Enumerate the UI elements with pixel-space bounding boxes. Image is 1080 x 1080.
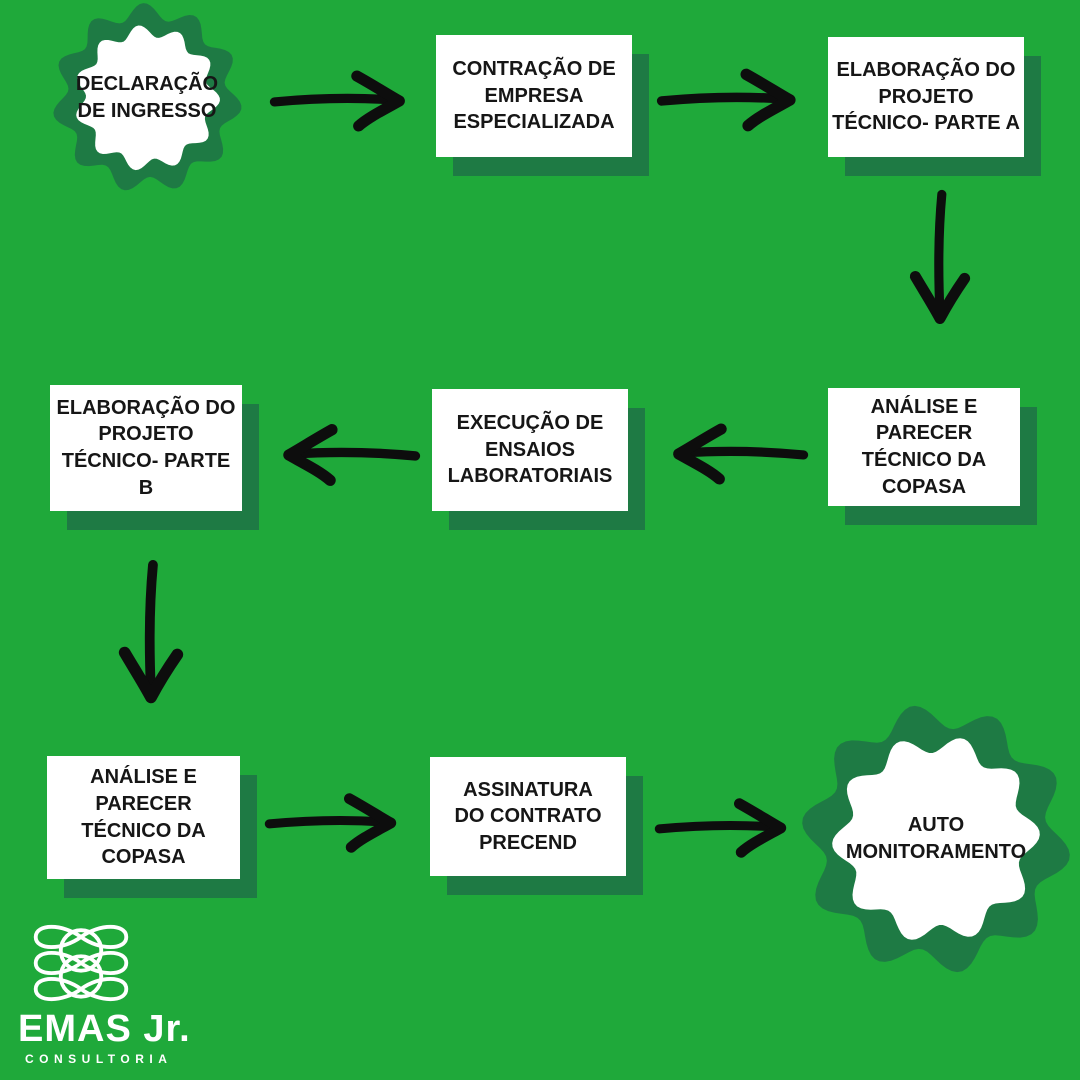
node-declaracao-badge: DECLARAÇÃO DE INGRESSO <box>47 0 247 198</box>
node-automonitoramento-badge: AUTO MONITORAMENTO <box>797 700 1075 978</box>
node-parte-a-box: ELABORAÇÃO DO PROJETO TÉCNICO- PARTE A <box>828 37 1024 157</box>
node-contracao-box: CONTRAÇÃO DE EMPRESA ESPECIALIZADA <box>436 35 632 157</box>
arrow-right-icon <box>653 790 797 866</box>
arrow-right-icon <box>263 785 407 861</box>
arrow-right-icon <box>268 62 416 140</box>
wavy-seal-icon <box>802 705 1070 973</box>
node-parte-b-box: ELABORAÇÃO DO PROJETO TÉCNICO- PARTE B <box>50 385 242 511</box>
arrow-down-icon <box>900 188 980 334</box>
emas-knot-icon <box>33 924 129 1002</box>
node-assinatura-label: ASSINATURA DO CONTRATO PRECEND <box>454 778 602 854</box>
node-automonitoramento-label: AUTO MONITORAMENTO <box>845 814 1027 863</box>
arrow-right-icon <box>655 60 807 140</box>
node-ensaios-label: EXECUÇÃO DE ENSAIOS LABORATORIAIS <box>447 412 613 488</box>
logo-tagline: CONSULTORIA <box>25 1052 173 1066</box>
node-ensaios-box: EXECUÇÃO DE ENSAIOS LABORATORIAIS <box>432 389 628 511</box>
node-contracao-label: CONTRAÇÃO DE EMPRESA ESPECIALIZADA <box>452 58 616 134</box>
wavy-seal-icon <box>53 3 242 191</box>
arrow-left-icon <box>272 415 422 495</box>
logo-name: EMAS Jr. <box>18 1008 191 1050</box>
node-analise-copasa-2-label: ANÁLISE E PARECER TÉCNICO DA COPASA <box>81 766 206 869</box>
node-analise-copasa-2-box: ANÁLISE E PARECER TÉCNICO DA COPASA <box>47 756 240 879</box>
node-parte-b-label: ELABORAÇÃO DO PROJETO TÉCNICO- PARTE B <box>56 396 236 499</box>
node-assinatura-box: ASSINATURA DO CONTRATO PRECEND <box>430 757 626 876</box>
node-analise-copasa-1-box: ANÁLISE E PARECER TÉCNICO DA COPASA <box>828 388 1020 506</box>
arrow-down-icon <box>108 558 194 714</box>
node-parte-a-label: ELABORAÇÃO DO PROJETO TÉCNICO- PARTE A <box>832 59 1020 135</box>
emas-jr-logo: EMAS Jr. CONSULTORIA <box>16 912 276 1072</box>
node-declaracao-label: DECLARAÇÃO DE INGRESSO <box>75 73 219 122</box>
node-analise-copasa-1-label: ANÁLISE E PARECER TÉCNICO DA COPASA <box>861 395 987 498</box>
arrow-left-icon <box>662 415 810 493</box>
